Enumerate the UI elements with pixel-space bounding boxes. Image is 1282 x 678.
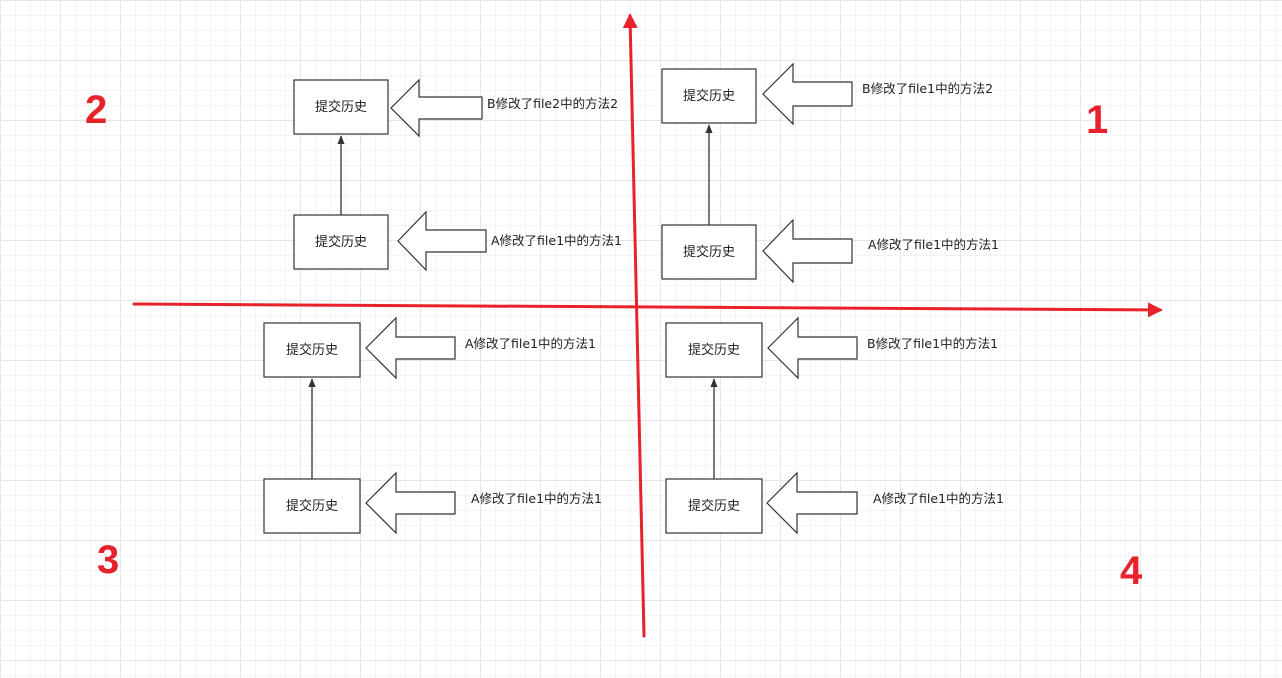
commit-history-box[interactable]	[665, 322, 763, 378]
quadrant-number-1: 1	[1086, 98, 1108, 142]
change-note: A修改了file1中的方法1	[465, 336, 596, 351]
left-block-arrow	[766, 471, 858, 535]
left-block-arrow	[365, 471, 456, 535]
box-label: 提交历史	[683, 88, 735, 104]
quadrant-number-2: 2	[85, 88, 107, 132]
box-label: 提交历史	[286, 342, 338, 358]
left-block-arrow	[390, 78, 483, 138]
left-block-arrow	[365, 316, 456, 380]
quadrant-1-group: 提交历史 B修改了file1中的方法2 提交历史 A修改了file1中的方法1	[661, 62, 999, 284]
quadrant-3-group: 提交历史 A修改了file1中的方法1 提交历史 A修改了file1中的方法1	[263, 316, 602, 535]
vertical-axis	[622, 13, 646, 638]
left-block-arrow	[762, 62, 853, 126]
quadrant-2-group: 提交历史 B修改了file2中的方法2 提交历史 A修改了file1中的方法1	[293, 78, 622, 272]
commit-history-box[interactable]	[293, 79, 389, 135]
commit-history-box[interactable]	[293, 214, 389, 270]
quadrant-number-4: 4	[1120, 549, 1143, 593]
box-label: 提交历史	[688, 342, 740, 358]
commit-history-box[interactable]	[263, 322, 361, 378]
change-note: A修改了file1中的方法1	[471, 491, 602, 506]
left-block-arrow	[767, 316, 858, 380]
change-note: B修改了file1中的方法2	[862, 81, 993, 96]
commit-history-box[interactable]	[665, 478, 763, 534]
quadrant-4-group: 提交历史 B修改了file1中的方法1 提交历史 A修改了file1中的方法1	[665, 316, 1004, 535]
quadrant-number-3: 3	[97, 538, 119, 582]
change-note: B修改了file2中的方法2	[487, 96, 618, 111]
change-note: A修改了file1中的方法1	[868, 237, 999, 252]
commit-history-box[interactable]	[661, 68, 757, 124]
left-block-arrow	[397, 210, 487, 272]
box-label: 提交历史	[315, 99, 367, 115]
box-label: 提交历史	[688, 498, 740, 514]
commit-history-box[interactable]	[661, 224, 757, 280]
box-label: 提交历史	[286, 498, 338, 514]
box-label: 提交历史	[315, 234, 367, 250]
left-block-arrow	[762, 218, 853, 284]
horizontal-axis	[132, 302, 1163, 318]
change-note: A修改了file1中的方法1	[491, 233, 622, 248]
change-note: B修改了file1中的方法1	[867, 336, 998, 351]
commit-history-box[interactable]	[263, 478, 361, 534]
change-note: A修改了file1中的方法1	[873, 491, 1004, 506]
box-label: 提交历史	[683, 244, 735, 260]
